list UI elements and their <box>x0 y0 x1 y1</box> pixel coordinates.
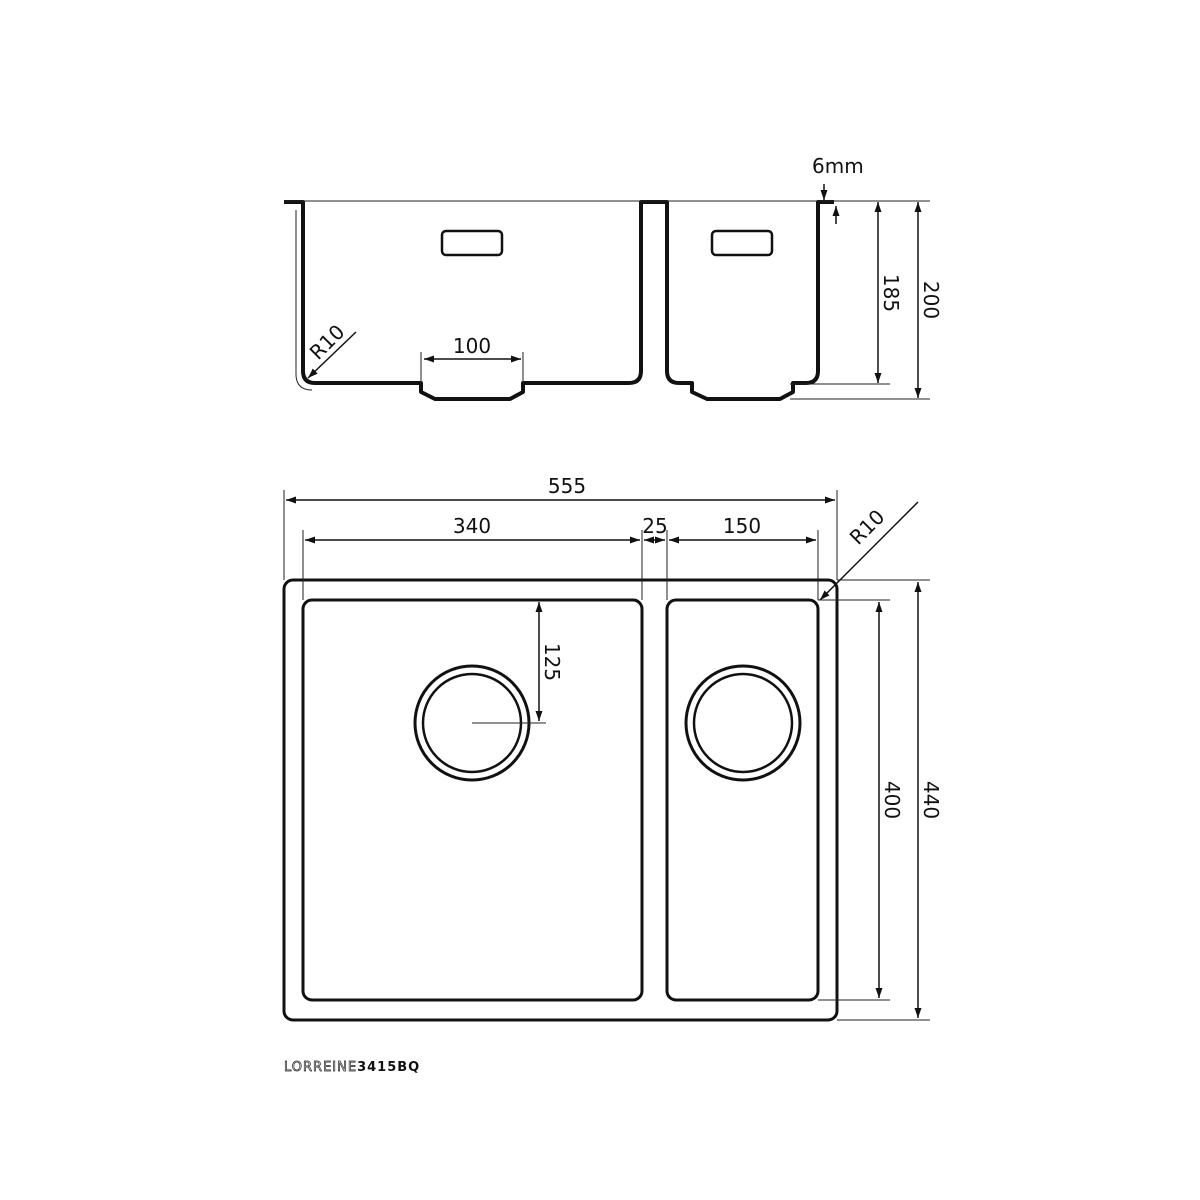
dim-125-label: 125 <box>540 643 564 681</box>
plan-radius-r10-leader <box>819 501 919 601</box>
dim-340-label: 340 <box>453 514 491 538</box>
dim-25-label: 25 <box>642 514 667 538</box>
radius-r10-label: R10 <box>305 320 350 365</box>
main-bowl-inner-line <box>295 210 313 391</box>
plan-view: 555 340 25 150 R10 125 400 440 <box>282 474 943 1022</box>
main-overflow-slot <box>440 229 504 257</box>
plan-radius-r10-label: R10 <box>845 505 890 550</box>
dim-555-label: 555 <box>548 474 586 498</box>
main-bowl <box>301 598 644 1002</box>
dim-150-label: 150 <box>723 514 761 538</box>
small-drain <box>684 664 802 782</box>
radius-r10-leader <box>307 331 357 379</box>
dim-6mm-label: 6mm <box>812 154 864 178</box>
small-bowl <box>665 598 820 1002</box>
dim-200-label: 200 <box>919 281 943 319</box>
dim-400-label: 400 <box>880 781 904 819</box>
side-view: 6mm 185 200 100 R10 <box>284 154 943 401</box>
dim-100-label: 100 <box>453 334 491 358</box>
brand-model: 3415BQ <box>357 1060 420 1075</box>
small-overflow-slot <box>710 229 774 257</box>
dim-440-label: 440 <box>919 781 943 819</box>
main-bowl-profile <box>284 200 834 401</box>
brand-name: LORREINE <box>284 1060 357 1075</box>
svg-text:LORREINE3415BQ: LORREINE3415BQ <box>284 1060 420 1075</box>
brand-caption: LORREINE3415BQ <box>284 1060 420 1076</box>
dim-185-label: 185 <box>879 274 903 312</box>
sink-outer-rim <box>282 578 839 1022</box>
